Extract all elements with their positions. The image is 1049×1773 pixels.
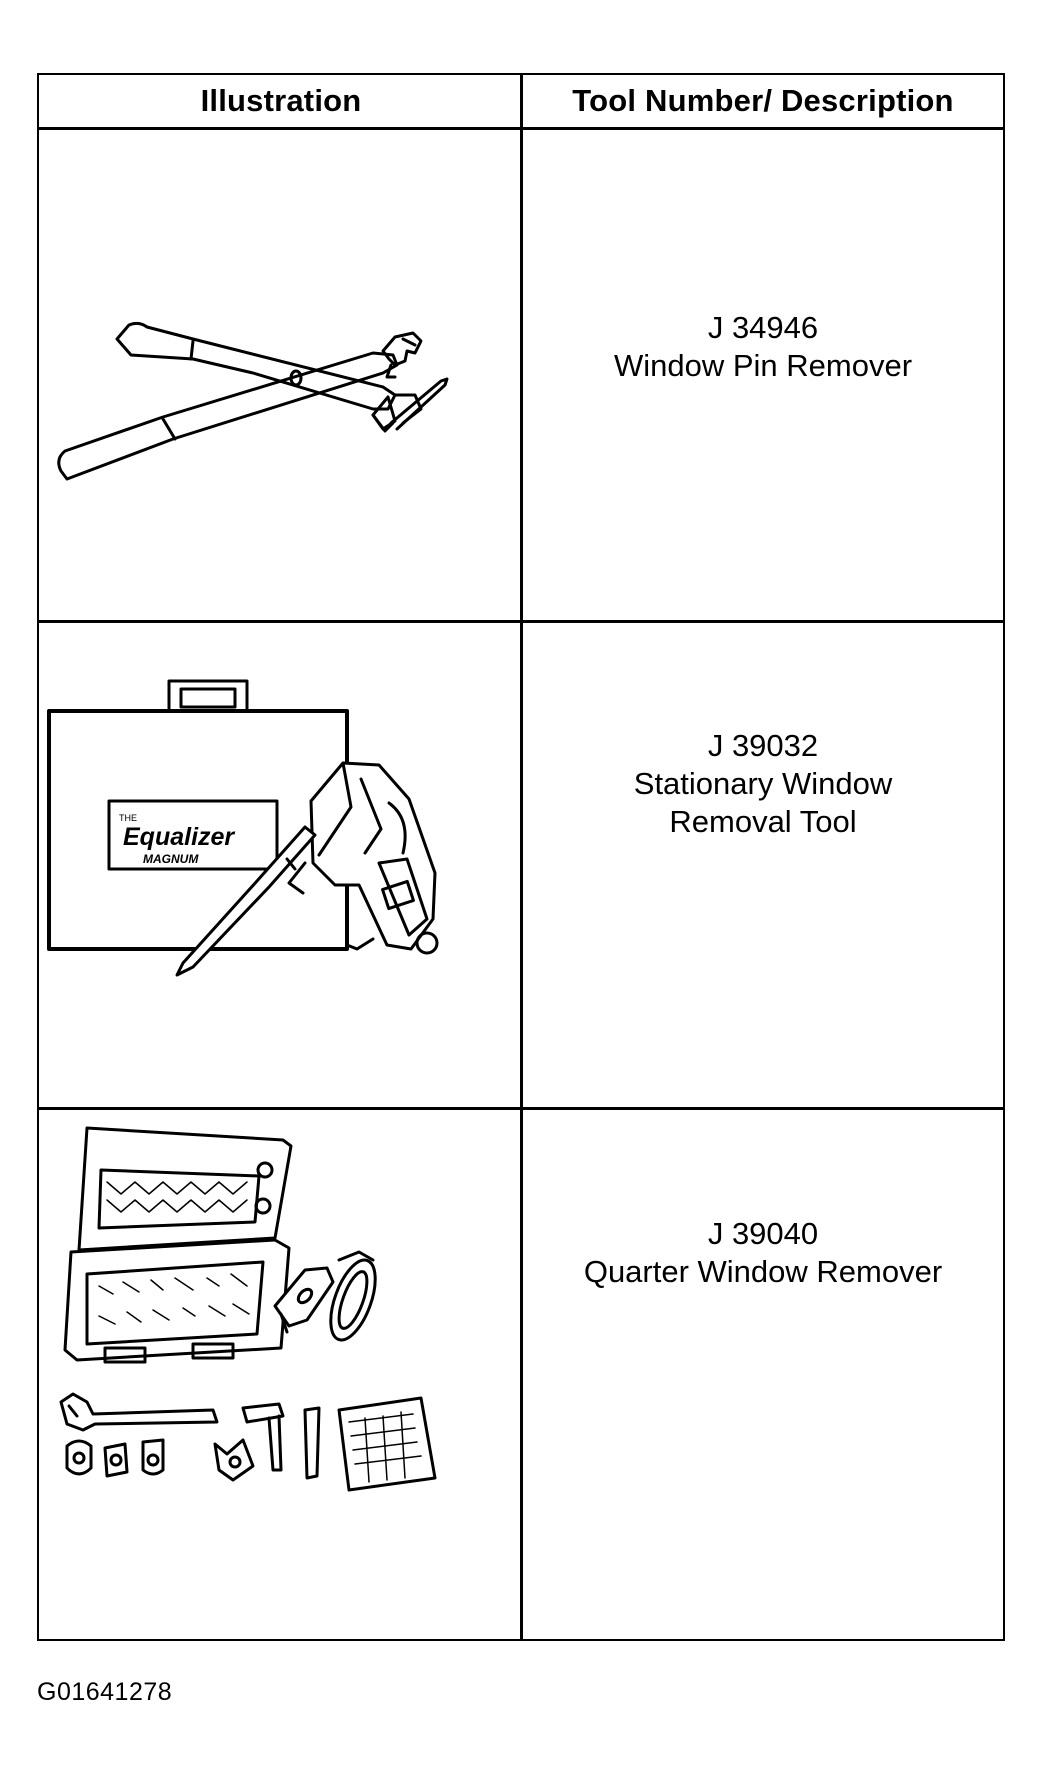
tool-description: J 34946 Window Pin Remover <box>523 309 1003 385</box>
column-divider <box>520 75 523 1639</box>
svg-text:THE: THE <box>119 813 137 823</box>
tool-number: J 39040 <box>707 1216 819 1251</box>
window-pin-remover-icon <box>43 133 517 618</box>
tool-description: J 39032 Stationary Window Removal Tool <box>523 727 1003 841</box>
quarter-window-remover-kit-icon <box>43 1110 517 1638</box>
stationary-window-removal-tool-icon: THE Equalizer MAGNUM <box>43 623 517 1105</box>
row-divider <box>39 620 1003 623</box>
figure-id: G01641278 <box>37 1678 173 1706</box>
tool-number: J 34946 <box>707 310 819 345</box>
row-divider <box>39 1107 1003 1110</box>
tool-name-line: Quarter Window Remover <box>583 1254 943 1289</box>
tool-name-line: Window Pin Remover <box>613 348 913 383</box>
tool-number: J 39032 <box>707 728 819 763</box>
tool-table: Illustration Tool Number/ Description <box>37 73 1005 1641</box>
header-illustration: Illustration <box>39 75 523 130</box>
tool-name-line: Removal Tool <box>669 804 857 839</box>
tool-name-line: Stationary Window <box>633 766 893 801</box>
header-tool-number-description: Tool Number/ Description <box>523 75 1003 130</box>
svg-text:Equalizer: Equalizer <box>123 823 235 851</box>
svg-text:MAGNUM: MAGNUM <box>143 852 199 866</box>
tool-description: J 39040 Quarter Window Remover <box>523 1215 1003 1291</box>
